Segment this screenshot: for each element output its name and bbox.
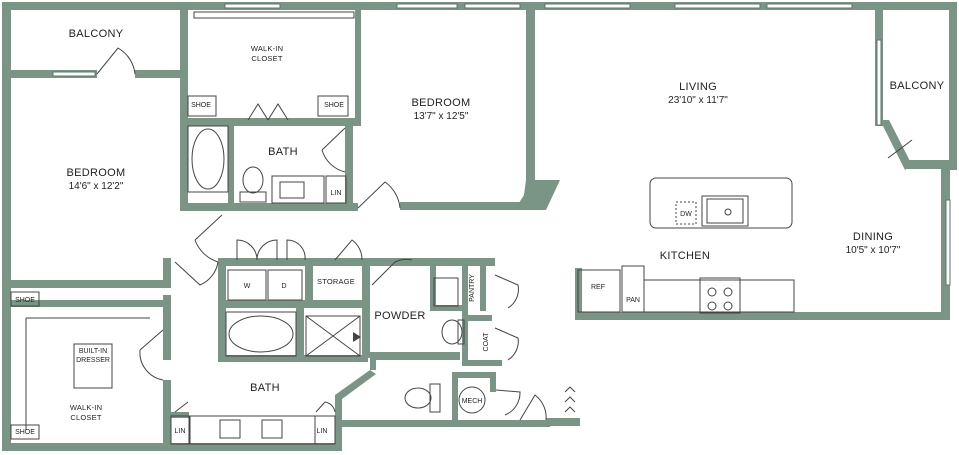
kitchen-label: KITCHEN (660, 250, 710, 262)
mech-label: MECH (462, 398, 483, 405)
shoe-label-d: SHOE (15, 429, 35, 436)
lin-bottom-right-label: LIN (317, 428, 328, 435)
bedroom-center-dim: 13'7" x 12'5" (414, 111, 469, 122)
pantry-label: PANTRY (469, 274, 476, 302)
balcony-left-label: BALCONY (69, 28, 124, 40)
bath-bottom-label: BATH (250, 382, 280, 394)
dishwasher-label: DW (680, 211, 692, 218)
lin-top-label: LIN (331, 190, 342, 197)
walkin-closet-top-label-2: CLOSET (251, 54, 282, 63)
dryer-label: D (281, 283, 286, 290)
doors (96, 47, 913, 421)
balcony-right-label: BALCONY (890, 80, 945, 92)
washer-label: W (244, 283, 251, 290)
bath-top-label: BATH (268, 146, 298, 158)
lin-bottom-left-label: LIN (175, 428, 186, 435)
ref-label: REF (591, 284, 605, 291)
fixtures (10, 11, 795, 445)
shower-drain (353, 332, 361, 342)
bedroom-center-label: BEDROOM (412, 97, 471, 109)
room-labels: BALCONY WALK-IN CLOSET SHOE SHOE BATH LI… (15, 28, 945, 436)
coat-label: COAT (483, 332, 490, 352)
living-label: LIVING (679, 81, 717, 93)
shoe-label-a: SHOE (191, 102, 211, 109)
built-in-dresser-label-2: DRESSER (76, 357, 110, 364)
bedroom-left-dim: 14'6" x 12'2" (69, 181, 124, 192)
dining-dim: 10'5" x 10'7" (846, 245, 901, 256)
walkin-closet-top-label-1: WALK-IN (251, 44, 283, 53)
walkin-closet-bottom-label-1: WALK-IN (70, 403, 102, 412)
shoe-label-c: SHOE (15, 297, 35, 304)
bedroom-left-label: BEDROOM (67, 167, 126, 179)
built-in-dresser-label-1: BUILT-IN (79, 348, 107, 355)
pan-label: PAN (626, 297, 640, 304)
powder-label: POWDER (374, 310, 425, 322)
storage-label: STORAGE (317, 277, 355, 286)
living-dim: 23'10" x 11'7" (668, 95, 728, 106)
walkin-closet-bottom-label-2: CLOSET (70, 413, 101, 422)
windows (52, 3, 951, 286)
shoe-label-b: SHOE (324, 102, 344, 109)
dining-label: DINING (853, 231, 893, 243)
